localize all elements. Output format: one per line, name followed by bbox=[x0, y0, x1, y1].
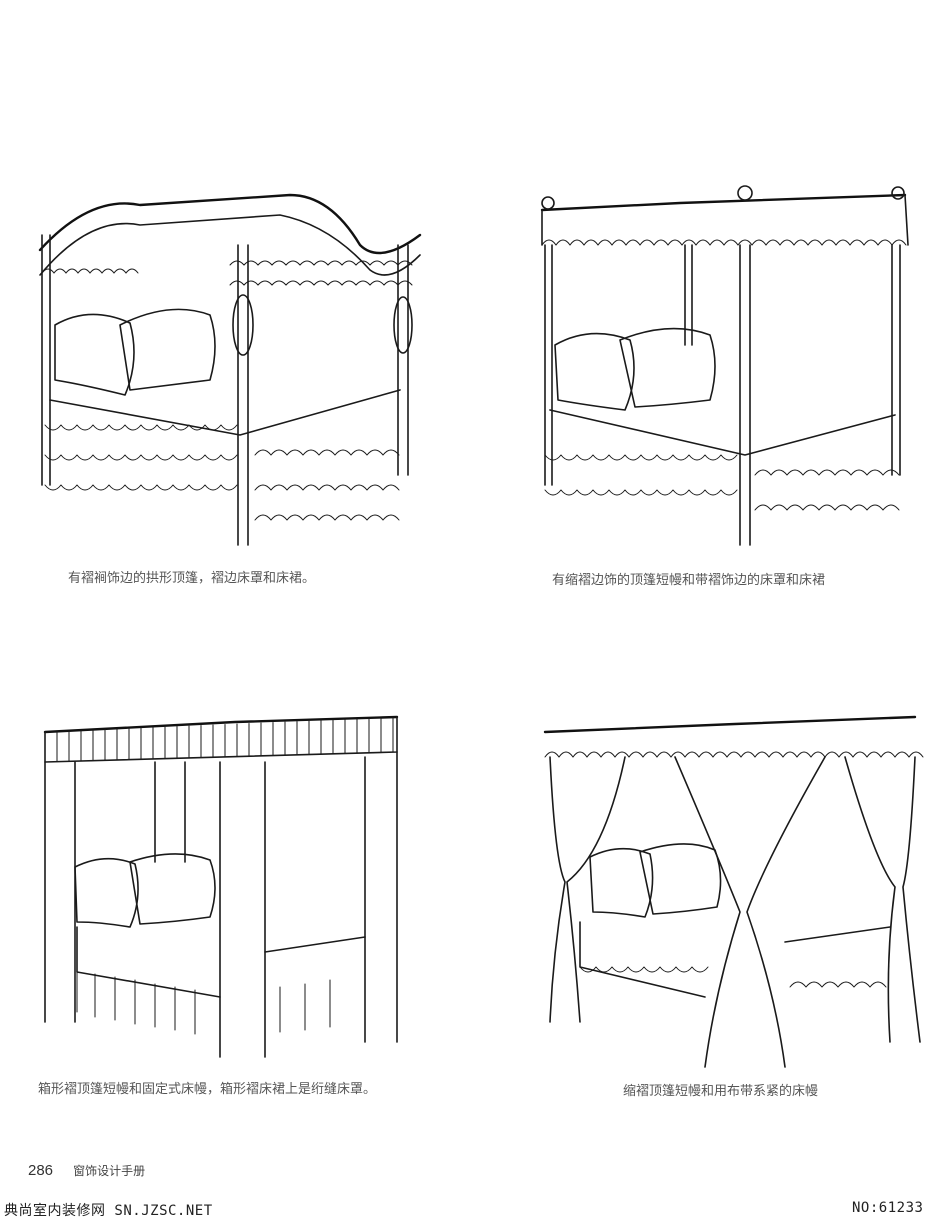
bed-illustration-1 bbox=[30, 185, 430, 555]
watermark-site: 典尚室内装修网 SN.JZSC.NET bbox=[4, 1203, 213, 1219]
figure-caption-2: 有缩褶边饰的顶篷短幔和带褶饰边的床罩和床裙 bbox=[552, 573, 826, 588]
figure-caption-4: 缩褶顶篷短幔和用布带系紧的床幔 bbox=[623, 1084, 819, 1099]
watermark-id: NO:61233 bbox=[852, 1200, 924, 1216]
bed-illustration-3 bbox=[35, 712, 410, 1062]
figure-caption-1: 有褶裥饰边的拱形顶篷，褶边床罩和床裙。 bbox=[68, 571, 316, 586]
bed-illustration-2 bbox=[530, 185, 920, 555]
page-number: 286 bbox=[28, 1162, 54, 1179]
page-footer: 286 窗饰设计手册 bbox=[28, 1162, 145, 1179]
bed-illustration-4 bbox=[535, 712, 925, 1072]
figure-caption-3: 箱形褶顶篷短幔和固定式床幔，箱形褶床裙上是绗缝床罩。 bbox=[38, 1082, 377, 1097]
book-title: 窗饰设计手册 bbox=[73, 1164, 146, 1178]
